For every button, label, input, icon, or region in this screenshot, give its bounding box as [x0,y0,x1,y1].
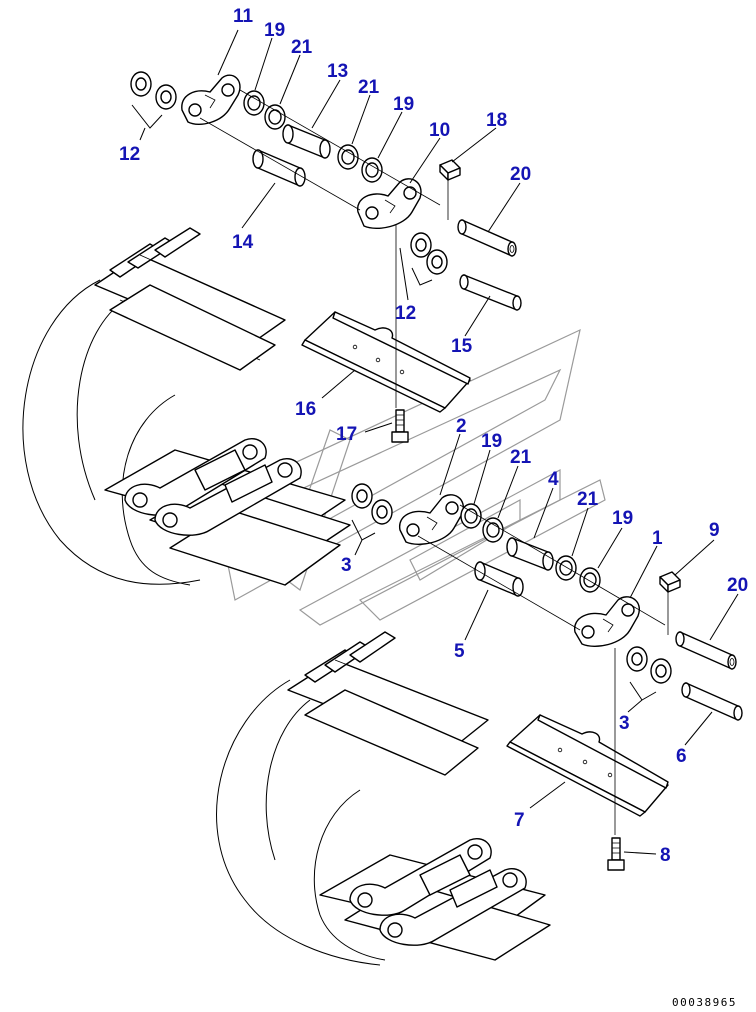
upper-track-shoes-top [94,227,286,371]
lower-track-loop [216,679,381,966]
callout-8: 8 [660,845,671,866]
document-number: 00038965 [672,996,737,1009]
link-11 [181,74,241,126]
callout-16: 16 [295,399,316,420]
callout-15: 15 [451,336,473,357]
callout-9: 9 [709,520,720,541]
callout-2: 2 [456,416,467,437]
track-shoe-16 [301,311,471,413]
pin-15 [459,274,522,311]
lower-track-shoes-top [287,631,489,776]
nut-9 [659,571,681,593]
upper-track-shoes-bottom [104,438,351,586]
ring-21-lower-second [555,555,577,581]
callout-18: 18 [486,110,507,131]
pin-6 [681,682,743,721]
seals-3-left [351,483,393,541]
callout-21-a: 21 [291,37,313,58]
upper-track-assembly [22,227,351,586]
callout-3-a: 3 [341,555,352,576]
link-2 [399,494,464,546]
seals-12-middle [410,232,448,286]
pin-20-lower [675,631,737,670]
ring-19-top [243,90,265,116]
lower-track-shoes-bottom [319,838,551,961]
callout-7: 7 [514,810,525,831]
callout-3-b: 3 [619,713,630,734]
callout-labels: 11 19 21 13 21 19 10 18 12 20 14 12 15 1… [119,6,748,866]
upper-track-loop [22,279,201,585]
bushing-14 [252,149,306,187]
callout-leaders [139,29,739,855]
alignment-lines-lower [417,504,669,835]
callout-5: 5 [454,641,465,662]
ring-21-lower [482,517,504,543]
link-1 [574,596,640,648]
seals-12-top [130,71,177,129]
callout-21-d: 21 [577,489,599,510]
track-shoe-7 [506,714,669,817]
alignment-lines-top [199,89,449,408]
bushing-4 [506,537,554,571]
bushing-5 [474,561,524,597]
link-10 [357,178,422,230]
ring-21-top [264,104,286,130]
nut-18 [439,159,461,181]
ring-21-second [337,144,359,170]
callout-14: 14 [232,232,254,253]
bushing-13 [282,124,331,159]
callout-6: 6 [676,746,687,767]
callout-19-b: 19 [393,94,414,115]
ring-19-lower [460,503,482,529]
ring-19-second [361,157,383,183]
callout-19-c: 19 [481,431,502,452]
callout-13: 13 [327,61,348,82]
lower-track-assembly [216,631,551,966]
callout-20-b: 20 [727,575,748,596]
callout-12-a: 12 [119,144,140,165]
callout-20-a: 20 [510,164,531,185]
callout-21-c: 21 [510,447,532,468]
bolt-17 [391,409,409,443]
ring-19-lower-second [579,567,601,593]
bolt-8 [607,837,625,871]
seals-3-right [626,646,672,701]
callout-21-b: 21 [358,77,380,98]
pin-20-top [457,219,517,257]
callout-10: 10 [429,120,450,141]
callout-11: 11 [233,6,254,27]
callout-1: 1 [652,528,663,549]
callout-19-a: 19 [264,20,285,41]
callout-4: 4 [548,469,559,490]
callout-12-b: 12 [395,303,416,324]
callout-19-d: 19 [612,508,633,529]
callout-17: 17 [336,424,357,445]
